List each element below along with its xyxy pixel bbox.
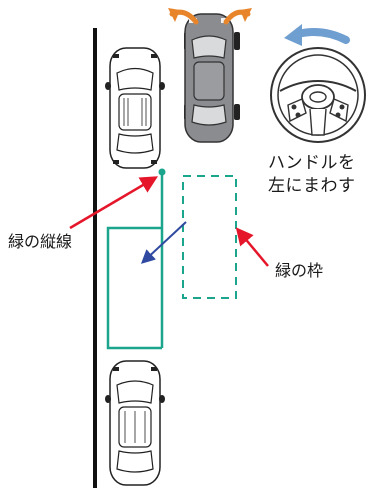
counterclockwise-arrow-icon <box>294 28 350 44</box>
green-guide-endpoint <box>158 168 166 176</box>
green-vertical-line-label: 緑の縦線 <box>8 232 73 251</box>
maneuvering-car <box>184 13 240 143</box>
callout-arrow-vertical-line <box>69 176 159 230</box>
direction-arrow <box>140 221 187 264</box>
parked-car-front <box>105 47 165 169</box>
wheel-turn-arrow-right-head <box>240 8 252 22</box>
instruction-line2: 左にまわす <box>268 175 356 196</box>
green-parking-box <box>106 226 162 350</box>
callout-arrow-frame <box>235 227 269 267</box>
green-dashed-frame <box>182 175 237 299</box>
counterclockwise-arrow-head <box>284 24 302 46</box>
steering-wheel-icon <box>270 47 366 143</box>
parked-car-rear <box>105 360 165 486</box>
instruction-label: ハンドルを 左にまわす <box>268 152 356 198</box>
instruction-line1: ハンドルを <box>268 153 356 173</box>
green-frame-label: 緑の枠 <box>275 261 324 280</box>
wheel-turn-arrow-left-head <box>168 8 180 22</box>
